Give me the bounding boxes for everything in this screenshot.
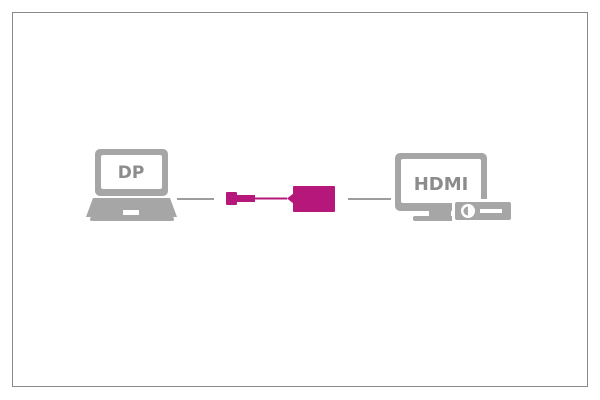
adapter-hdmi-box [293,186,335,212]
target-port-label: HDMI [414,174,469,195]
projector-lens-highlight [468,206,473,216]
adapter-dp-housing [237,195,255,202]
laptop-screen-inner [101,155,162,189]
projector-icon [452,199,514,223]
laptop-base-edge [90,217,174,221]
laptop-base [86,198,177,217]
laptop-touchpad [123,210,139,215]
laptop-icon: DP [86,149,177,221]
displayport-to-hdmi-adapter-icon [226,186,335,212]
adapter-dp-plug [226,192,237,205]
monitor-screen [401,159,481,203]
diagram-border [12,12,588,387]
projector-vent [480,209,502,213]
adapter-strain-relief [287,193,294,204]
monitor-neck [429,211,451,217]
source-port-label: DP [118,163,145,183]
